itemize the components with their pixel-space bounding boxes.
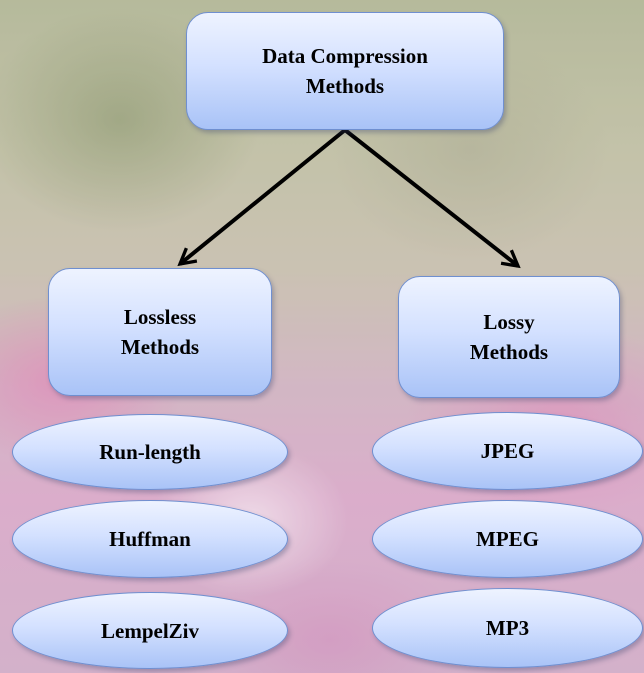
root-node-label: Data Compression Methods xyxy=(262,44,428,98)
lossy-methods-label: Lossy Methods xyxy=(469,310,549,364)
lossy-methods-node: Lossy Methods xyxy=(398,276,620,398)
lossy-item-mpeg: MPEG xyxy=(372,500,643,578)
root-node-data-compression-methods: Data Compression Methods xyxy=(186,12,504,130)
lossless-item-lempelziv: LempelZiv xyxy=(12,592,288,669)
lossy-item-jpeg: JPEG xyxy=(372,412,643,490)
lossy-item-label: MP3 xyxy=(485,616,530,640)
lossy-item-label: JPEG xyxy=(480,439,535,463)
lossless-methods-label: Lossless Methods xyxy=(120,305,200,359)
lossless-item-label: Huffman xyxy=(109,527,191,551)
lossless-methods-node: Lossless Methods xyxy=(48,268,272,396)
lossless-item-huffman: Huffman xyxy=(12,500,288,578)
arrow-to-lossless xyxy=(180,128,347,264)
lossy-item-mp3: MP3 xyxy=(372,588,643,668)
arrow-to-lossy xyxy=(343,128,518,266)
lossy-item-label: MPEG xyxy=(476,527,539,551)
lossless-item-label: Run-length xyxy=(99,440,201,464)
lossless-item-run-length: Run-length xyxy=(12,414,288,490)
lossless-item-label: LempelZiv xyxy=(101,618,199,643)
